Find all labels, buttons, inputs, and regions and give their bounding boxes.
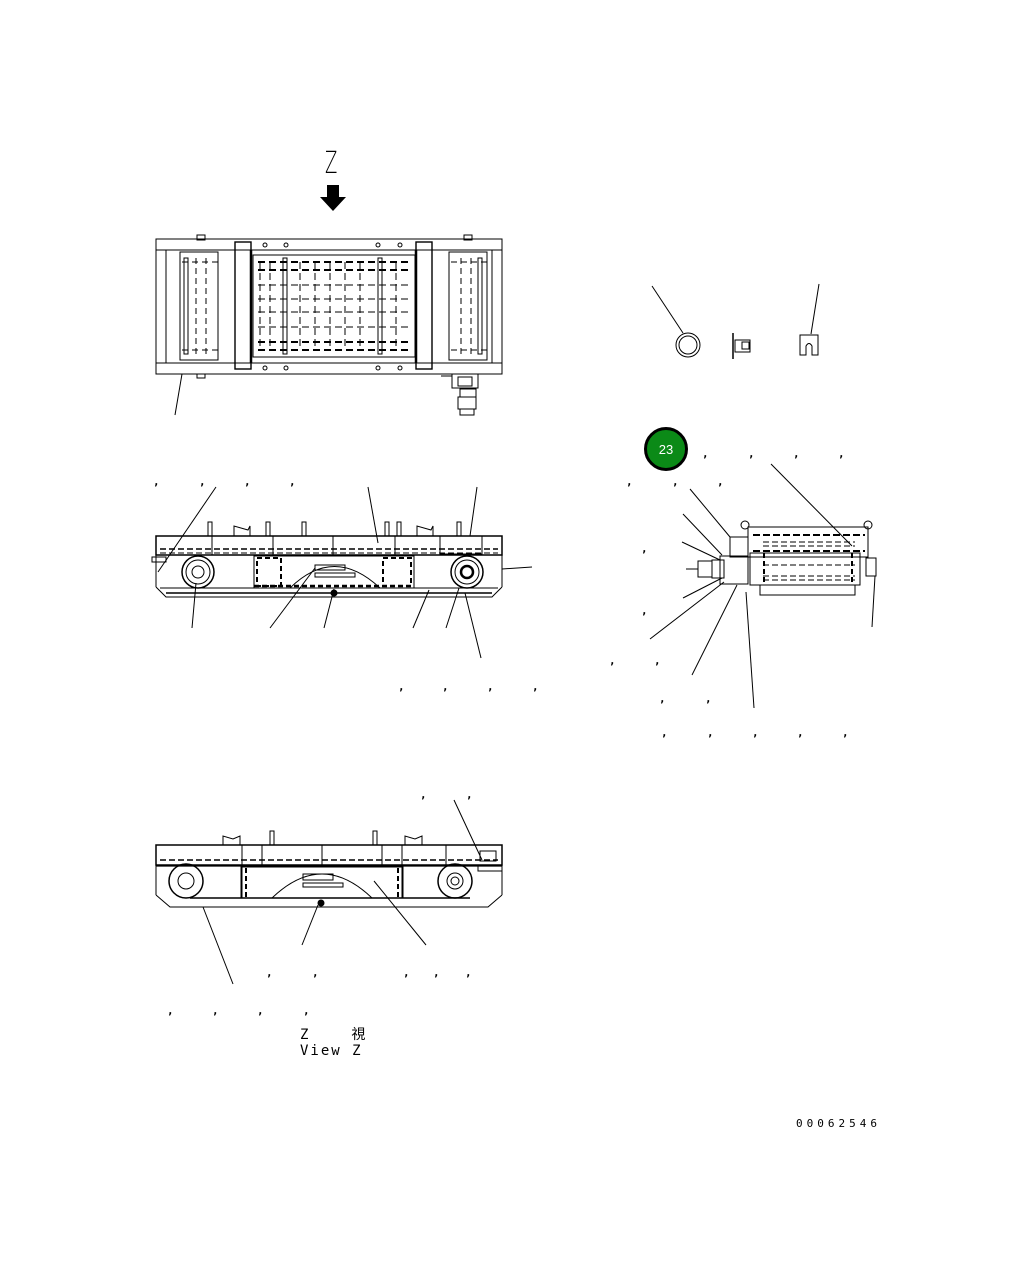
part-reference-marker: ,	[797, 726, 804, 739]
part-reference-marker: ,	[752, 726, 759, 739]
part-reference-marker: ,	[167, 1004, 174, 1017]
part-reference-marker: ,	[659, 692, 666, 705]
part-reference-marker: ,	[266, 966, 273, 979]
part-reference-marker: ,	[702, 447, 709, 460]
part-reference-marker: ,	[466, 788, 473, 801]
part-reference-marker: ,	[641, 542, 648, 555]
part-reference-marker: ,	[433, 966, 440, 979]
part-reference-marker: ,	[442, 680, 449, 693]
caption-kanji: 視	[351, 1027, 368, 1043]
part-reference-marker: ,	[289, 475, 296, 488]
side-view	[649, 463, 877, 709]
top-view	[155, 234, 503, 416]
part-reference-marker: ,	[465, 966, 472, 979]
part-reference-marker: ,	[244, 475, 251, 488]
part-reference-marker: ,	[153, 475, 160, 488]
down-arrow-icon	[320, 185, 346, 211]
caption-english: View Z	[300, 1043, 363, 1059]
part-reference-marker: ,	[748, 447, 755, 460]
detail-parts	[651, 283, 820, 359]
part-reference-marker: ,	[532, 680, 539, 693]
part-reference-marker: ,	[842, 726, 849, 739]
part-reference-marker: ,	[312, 966, 319, 979]
view-z-letter: Z	[325, 146, 338, 181]
document-number: 00062546	[796, 1117, 881, 1130]
front-view	[151, 486, 533, 659]
view-z	[155, 799, 503, 985]
callout-number: 23	[658, 441, 674, 457]
part-reference-marker: ,	[654, 654, 661, 667]
part-reference-marker: ,	[626, 475, 633, 488]
part-reference-marker: ,	[793, 447, 800, 460]
part-reference-marker: ,	[303, 1004, 310, 1017]
part-reference-marker: ,	[705, 692, 712, 705]
caption-letter: Z	[300, 1027, 311, 1043]
part-reference-marker: ,	[398, 680, 405, 693]
part-reference-marker: ,	[661, 726, 668, 739]
part-reference-marker: ,	[420, 788, 427, 801]
part-reference-marker: ,	[199, 475, 206, 488]
part-reference-marker: ,	[717, 475, 724, 488]
part-reference-marker: ,	[838, 447, 845, 460]
part-reference-marker: ,	[641, 604, 648, 617]
part-reference-marker: ,	[487, 680, 494, 693]
part-reference-marker: ,	[257, 1004, 264, 1017]
part-reference-marker: ,	[403, 966, 410, 979]
part-reference-marker: ,	[672, 475, 679, 488]
view-caption: Z 視 View Z	[300, 1027, 367, 1059]
part-reference-marker: ,	[212, 1004, 219, 1017]
part-reference-marker: ,	[707, 726, 714, 739]
part-reference-marker: ,	[609, 654, 616, 667]
callout-bubble-23[interactable]: 23	[644, 427, 688, 471]
